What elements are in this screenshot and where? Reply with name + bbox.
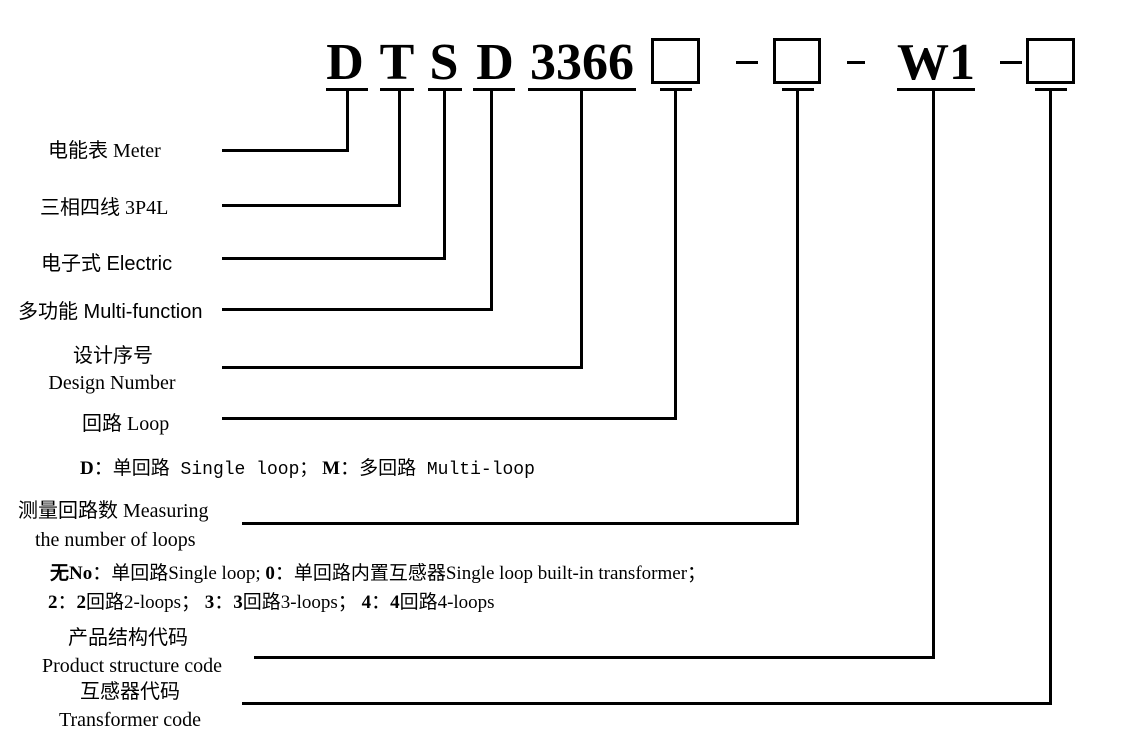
note-4-text: 回路4-loops (399, 592, 495, 613)
connector-v-loop (674, 89, 677, 420)
note-2-bold: 2 (76, 592, 87, 613)
label-product-cn: 产品结构代码 (68, 627, 188, 649)
connector-v-electric (443, 89, 446, 260)
connector-v-design (580, 89, 583, 369)
separator-dash-3 (1000, 61, 1022, 64)
note-zero-text: ：单回路内置互感器Single loop built-in transforme… (274, 563, 707, 584)
note-2-key: 2 (48, 592, 58, 613)
connector-h-meter (222, 149, 349, 152)
note-loop-m-en: Multi-loop (416, 460, 535, 480)
connector-v-3p4l (398, 89, 401, 207)
connector-h-multifunction (222, 308, 493, 311)
note-2-text: 回路2-loops； (86, 592, 205, 613)
note-loop-d-cn: ：单回路 (93, 458, 170, 479)
connector-v-transformer (1049, 89, 1052, 705)
label-multi-function: 多功能 Multi-function (18, 301, 203, 323)
connector-v-product (932, 89, 935, 659)
note-measuring-line-2: 2：2回路2-loops； 3：3回路3-loops； 4：4回路4-loops (48, 591, 495, 615)
connector-h-design (222, 366, 583, 369)
label-transformer-cn: 互感器代码 (80, 681, 180, 703)
label-transformer-en: Transformer code (58, 709, 201, 731)
note-3-colon: ： (214, 592, 234, 613)
code-letter-t: T (379, 34, 415, 91)
connector-h-3p4l (222, 204, 401, 207)
underline-d-2 (473, 88, 515, 91)
note-loop-m-cn: ：多回路 (340, 458, 417, 479)
connector-h-measuring (242, 522, 799, 525)
connector-h-product (254, 656, 935, 659)
connector-h-transformer (242, 702, 1052, 705)
separator-dash-1 (736, 61, 758, 64)
label-electric: 电子式 Electric (41, 253, 173, 275)
code-letter-d-2: D (476, 34, 514, 91)
code-letter-s: S (429, 34, 459, 91)
loop-placeholder-box (651, 38, 700, 84)
underline-w1 (897, 88, 975, 91)
connector-v-multifunction (490, 89, 493, 311)
code-design-number: 3366 (530, 34, 634, 91)
separator-dash-2 (847, 61, 865, 64)
note-4-colon: ： (371, 592, 391, 613)
note-loop-d-en: Single loop； (169, 460, 318, 480)
label-product-en: Product structure code (42, 655, 222, 677)
label-measuring-1: 测量回路数 Measuring (18, 500, 209, 522)
label-3p4l: 三相四线 3P4L (40, 197, 169, 219)
label-design-en: Design Number (48, 372, 176, 394)
label-design-cn: 设计序号 (73, 345, 153, 367)
note-zero-key: 0 (265, 563, 275, 584)
note-2-colon: ： (57, 592, 77, 613)
underline-t (380, 88, 414, 91)
note-3-key: 3 (204, 592, 215, 613)
note-3-bold: 3 (233, 592, 243, 613)
connector-v-measuring (796, 89, 799, 525)
note-3-text: 回路3-loops； (242, 592, 362, 613)
note-loop-options: D：单回路 Single loop； M：多回路 Multi-loop (80, 457, 535, 482)
label-measuring-2: the number of loops (35, 529, 196, 551)
label-meter: 电能表 Meter (48, 140, 161, 162)
note-4-bold: 4 (390, 592, 400, 613)
label-loop: 回路 Loop (82, 413, 170, 435)
note-no-text: ：单回路Single loop; (92, 563, 266, 584)
note-4-key: 4 (361, 592, 372, 613)
code-w1: W1 (897, 34, 975, 91)
code-letter-d: D (326, 34, 364, 91)
transformer-placeholder-box (1026, 38, 1075, 84)
measuring-placeholder-box (773, 38, 821, 84)
note-loop-m-key: M (322, 458, 341, 479)
note-loop-d-key: D (80, 458, 94, 479)
connector-v-meter (346, 89, 349, 152)
connector-h-loop (222, 417, 677, 420)
note-measuring-line-1: 无No：单回路Single loop; 0：单回路内置互感器Single loo… (50, 562, 706, 586)
note-no-key: 无No (50, 563, 93, 584)
connector-h-electric (222, 257, 446, 260)
